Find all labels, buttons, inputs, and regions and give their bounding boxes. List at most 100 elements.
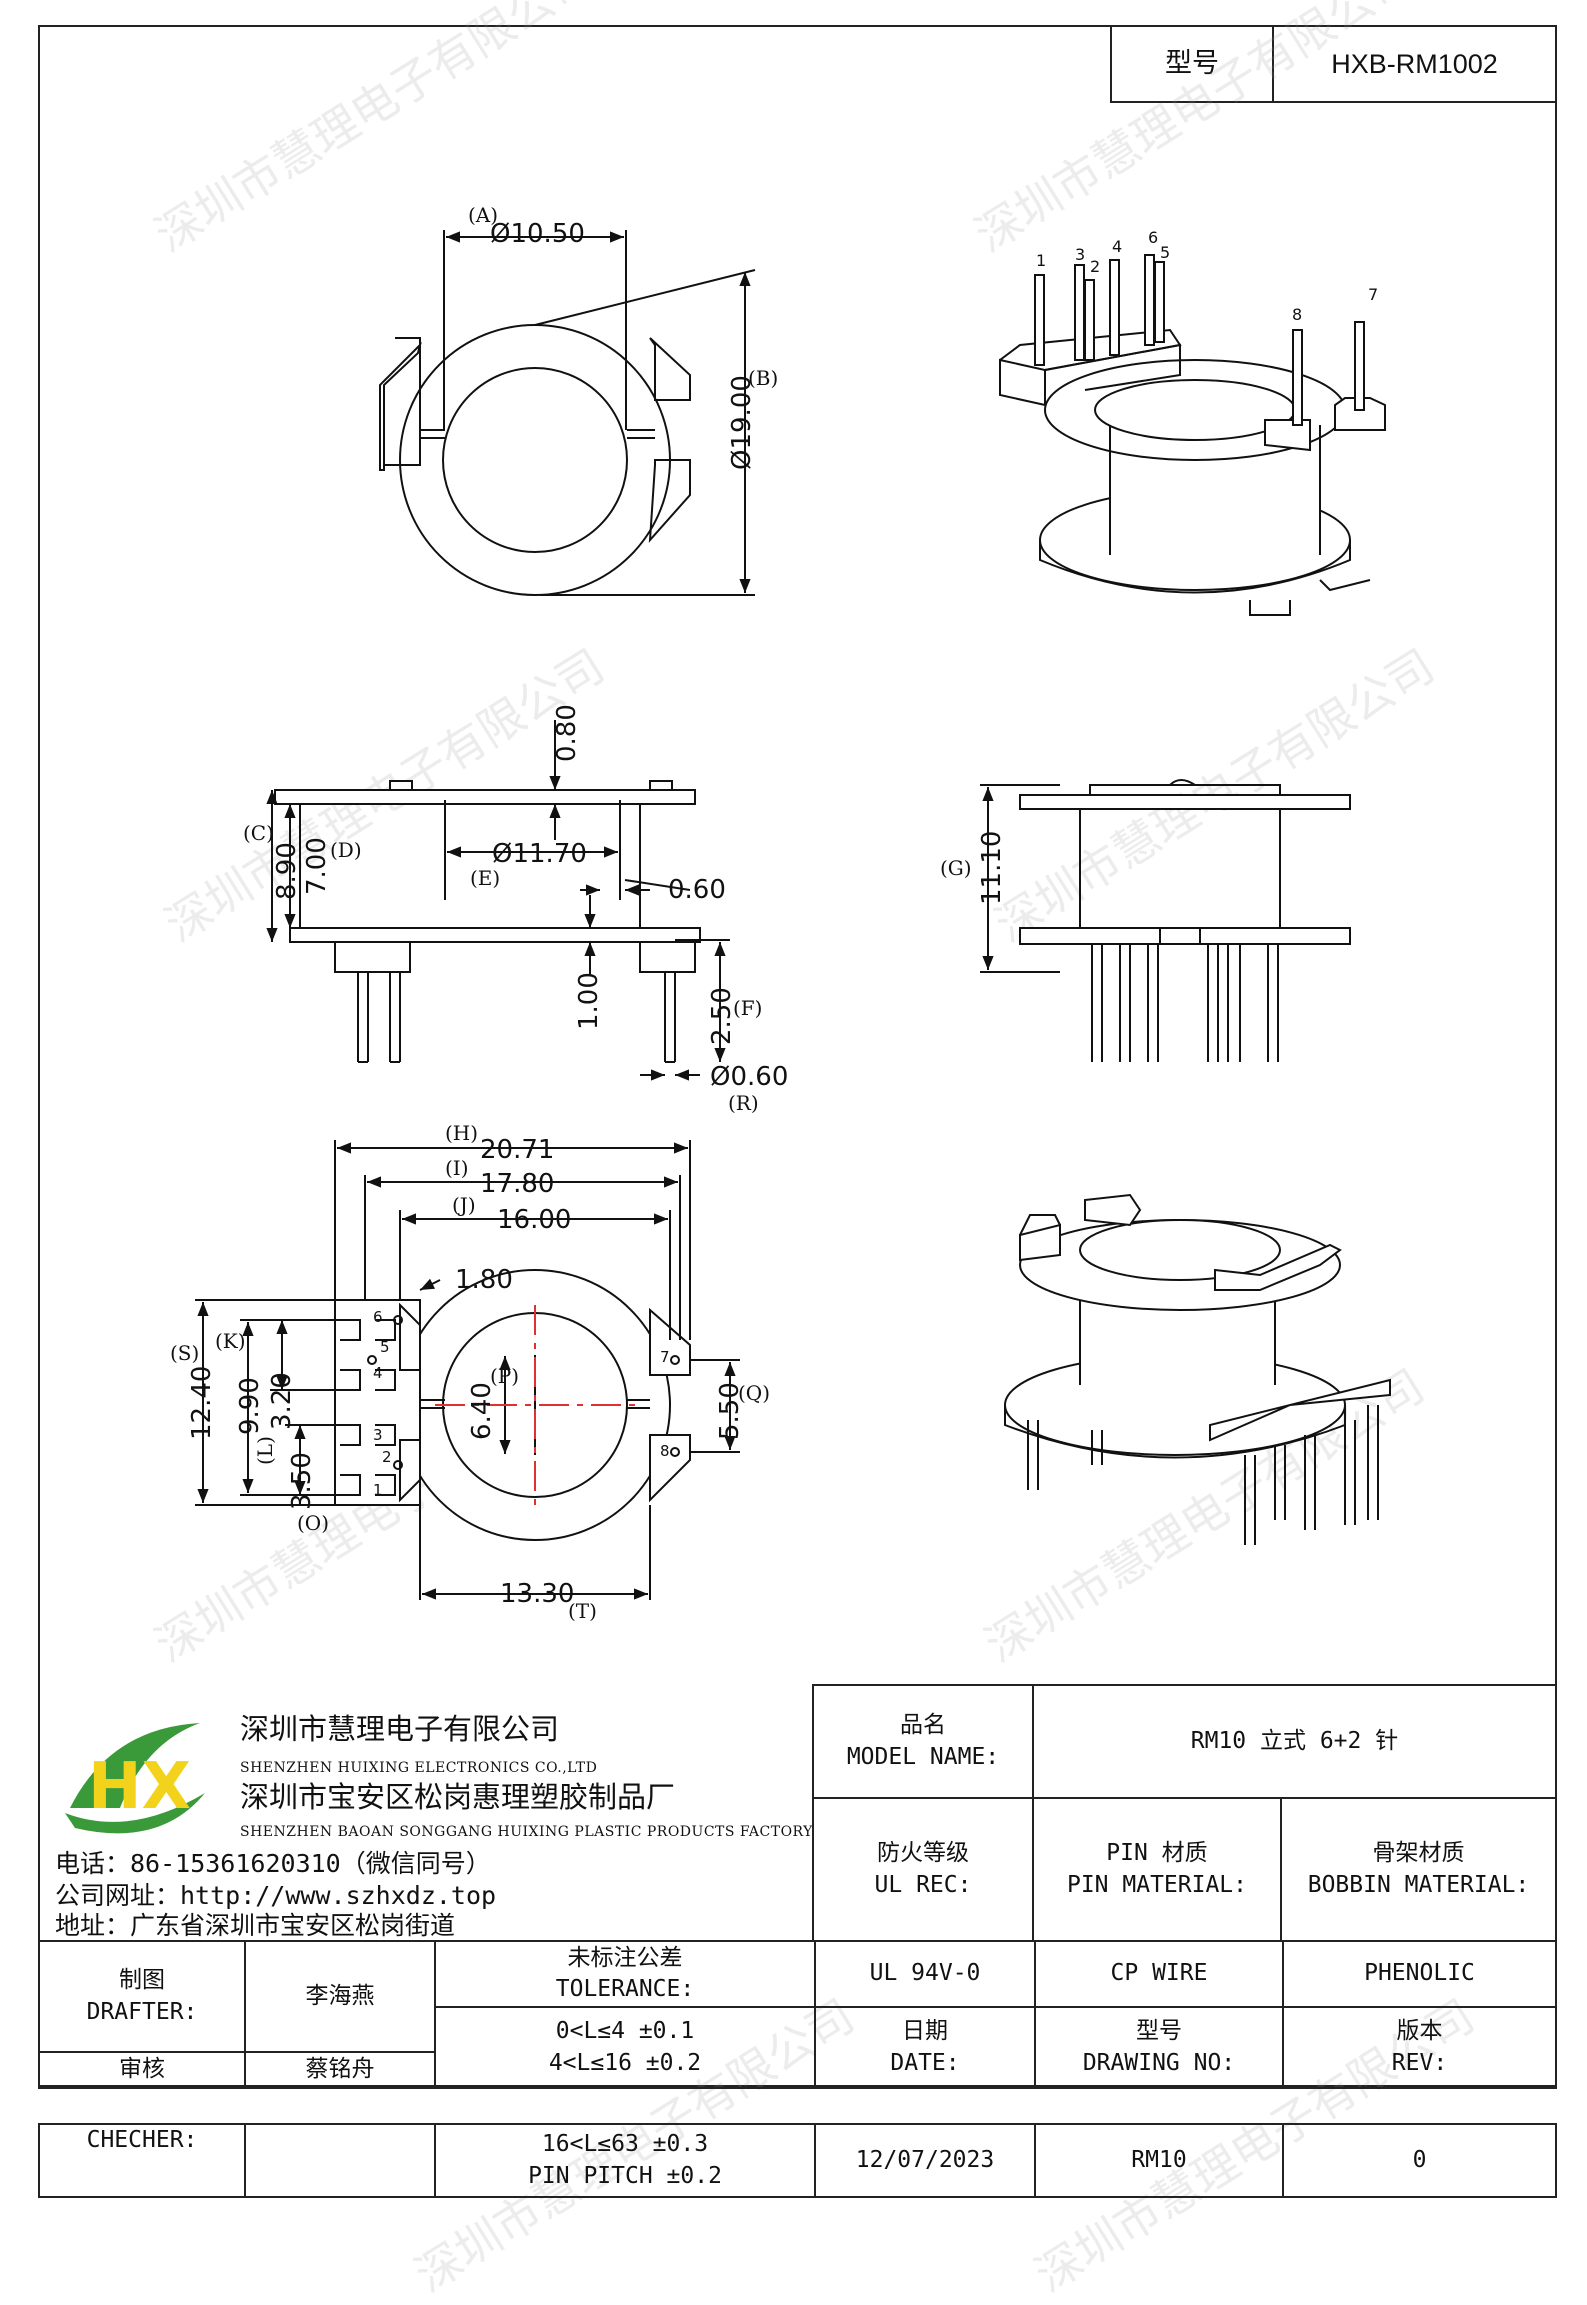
dim-k-tag: (K) — [215, 1329, 246, 1353]
dim-o-value: 3.50 — [287, 1452, 317, 1510]
dim-100: 1.00 — [574, 972, 604, 1030]
dim-p-tag: (P) — [490, 1364, 519, 1388]
dim-s-value: 12.40 — [187, 1366, 217, 1440]
pin-label: 7 — [660, 1348, 670, 1366]
model-label: 型号 — [1110, 25, 1274, 103]
date-en: DATE: — [890, 2049, 960, 2076]
company-name-cn: 深圳市慧理电子有限公司 — [240, 1712, 560, 1746]
dim-t-tag: (T) — [568, 1599, 597, 1623]
pin-material-value: CP WIRE — [1034, 1940, 1284, 2008]
dim-t-value: 13.30 — [500, 1579, 574, 1609]
company-address: 地址：广东省深圳市宝安区松岗街道 — [55, 1911, 456, 1940]
company-block: HX 深圳市慧理电子有限公司 SHENZHEN HUIXING ELECTRON… — [40, 1686, 813, 1940]
dim-g-value: 11.10 — [977, 831, 1007, 905]
dim-r-tag: (R) — [728, 1091, 759, 1115]
dim-c-tag: (C) — [243, 821, 274, 845]
drawing-no-value: RM10 — [1034, 2123, 1284, 2198]
iso-view-bottom — [1004, 1193, 1391, 1545]
drawing-no-label: 型号 DRAWING NO: — [1034, 2006, 1284, 2089]
dim-r-value: Ø0.60 — [710, 1062, 788, 1092]
checker-name: 蔡铭舟 — [244, 2051, 436, 2089]
iso-pin-label: 6 — [1148, 228, 1158, 247]
dim-a-tag: (A) — [468, 203, 498, 227]
title-block-footer: CHECHER: 16<L≤63 ±0.3 PIN PITCH ±0.2 12/… — [38, 2123, 1557, 2198]
side-view-2 — [980, 779, 1351, 1062]
pin-label: 1 — [373, 1481, 383, 1499]
company-website[interactable]: 公司网址：http://www.szhxdz.top — [55, 1881, 497, 1910]
date-cn: 日期 — [902, 2018, 948, 2045]
pin-label: 5 — [380, 1338, 390, 1356]
iso-pin-label: 7 — [1368, 285, 1378, 304]
dim-b-tag: (B) — [748, 366, 778, 390]
rev-cn: 版本 — [1396, 2018, 1443, 2045]
bobbin-material-value: PHENOLIC — [1282, 1940, 1557, 2008]
dim-f-tag: (F) — [733, 996, 762, 1020]
dim-h-tag: (H) — [445, 1121, 478, 1145]
logo-text: HX — [88, 1750, 191, 1824]
company-name-en: SHENZHEN HUIXING ELECTRONICS CO.,LTD — [240, 1760, 598, 1776]
tolerance-cn: 未标注公差 — [567, 1944, 683, 1971]
tolerance-pin-pitch: PIN PITCH ±0.2 — [528, 2162, 722, 2189]
dim-e-value: Ø11.70 — [492, 839, 587, 869]
pin-material-label: PIN 材质 PIN MATERIAL: — [1032, 1797, 1282, 1942]
top-view — [379, 230, 756, 596]
dim-h-value: 20.71 — [480, 1135, 554, 1165]
factory-name-cn: 深圳市宝安区松岗惠理塑胶制品厂 — [240, 1780, 676, 1814]
dim-l-tag: (L) — [253, 1436, 277, 1465]
dim-j-tag: (J) — [452, 1193, 476, 1217]
tolerance-values-1: 0<L≤4 ±0.1 4<L≤16 ±0.2 — [434, 2006, 816, 2089]
rev-label: 版本 REV: — [1282, 2006, 1557, 2089]
ul-rec-cn: 防火等级 — [877, 1840, 969, 1867]
pin-material-en: PIN MATERIAL: — [1066, 1871, 1247, 1898]
technical-drawing: (A) Ø10.50 (B) Ø19.00 1 2 3 4 5 6 7 8 (C… — [170, 203, 1391, 1623]
model-name-en: MODEL NAME: — [846, 1743, 1000, 1770]
drawing-no-cn: 型号 — [1136, 2018, 1182, 2045]
tolerance-range-2: 4<L≤16 ±0.2 — [548, 2049, 702, 2076]
dim-s-tag: (S) — [170, 1341, 199, 1365]
tolerance-values-2: 16<L≤63 ±0.3 PIN PITCH ±0.2 — [434, 2123, 816, 2198]
checker-en-blank — [244, 2123, 436, 2198]
pin-label: 3 — [373, 1426, 383, 1444]
ul-value: UL 94V-0 — [814, 1940, 1036, 2008]
dim-b-value: Ø19.00 — [727, 375, 757, 470]
date-label: 日期 DATE: — [814, 2006, 1036, 2089]
drafter-cn: 制图 — [119, 1967, 165, 1994]
title-block-upper: 品名 MODEL NAME: RM10 立式 6+2 针 防火等级 UL REC… — [812, 1684, 1557, 1942]
factory-name-en: SHENZHEN BAOAN SONGGANG HUIXING PLASTIC … — [240, 1824, 813, 1840]
iso-pin-label: 8 — [1292, 305, 1302, 324]
bobbin-material-en: BOBBIN MATERIAL: — [1307, 1871, 1530, 1898]
dim-k-value: 9.90 — [235, 1377, 265, 1435]
model-value: HXB-RM1002 — [1272, 25, 1557, 103]
dim-i-value: 17.80 — [480, 1169, 554, 1199]
iso-view-top — [999, 254, 1386, 616]
dim-q-value: 5.50 — [715, 1382, 745, 1440]
side-view — [266, 720, 730, 1081]
rev-en: REV: — [1391, 2049, 1448, 2076]
iso-pin-label: 3 — [1075, 245, 1085, 264]
iso-pin-label: 1 — [1036, 251, 1046, 270]
dim-f-value: 2.50 — [707, 987, 737, 1045]
model-name-value: RM10 立式 6+2 针 — [1032, 1684, 1557, 1799]
dim-i-tag: (I) — [445, 1156, 469, 1180]
title-block-lower: 制图 DRAFTER: 李海燕 未标注公差 TOLERANCE: UL 94V-… — [38, 1940, 1557, 2089]
drawing-no-en: DRAWING NO: — [1082, 2049, 1236, 2076]
pin-label: 2 — [382, 1448, 392, 1466]
bobbin-material-label: 骨架材质 BOBBIN MATERIAL: — [1280, 1797, 1557, 1942]
dim-o-tag: (O) — [297, 1511, 329, 1535]
dim-l-value: 3.20 — [267, 1372, 297, 1430]
bottom-view — [195, 1140, 740, 1600]
dim-c-value: 8.90 — [272, 842, 302, 900]
tolerance-range-3: 16<L≤63 ±0.3 — [541, 2131, 709, 2158]
rev-value: 0 — [1282, 2123, 1557, 2198]
ul-rec-label: 防火等级 UL REC: — [812, 1797, 1034, 1942]
dim-d-tag: (D) — [330, 838, 362, 862]
center-cross — [435, 1305, 635, 1505]
dim-060: 0.60 — [668, 875, 726, 905]
dim-080: 0.80 — [552, 704, 582, 762]
pin-material-cn: PIN 材质 — [1106, 1840, 1208, 1867]
iso-pin-label: 2 — [1090, 257, 1100, 276]
header-model-table: 型号 HXB-RM1002 — [1110, 25, 1557, 103]
dim-e-tag: (E) — [470, 866, 500, 890]
checker-en-label: CHECHER: — [38, 2123, 246, 2198]
drafter-label: 制图 DRAFTER: — [38, 1940, 246, 2053]
